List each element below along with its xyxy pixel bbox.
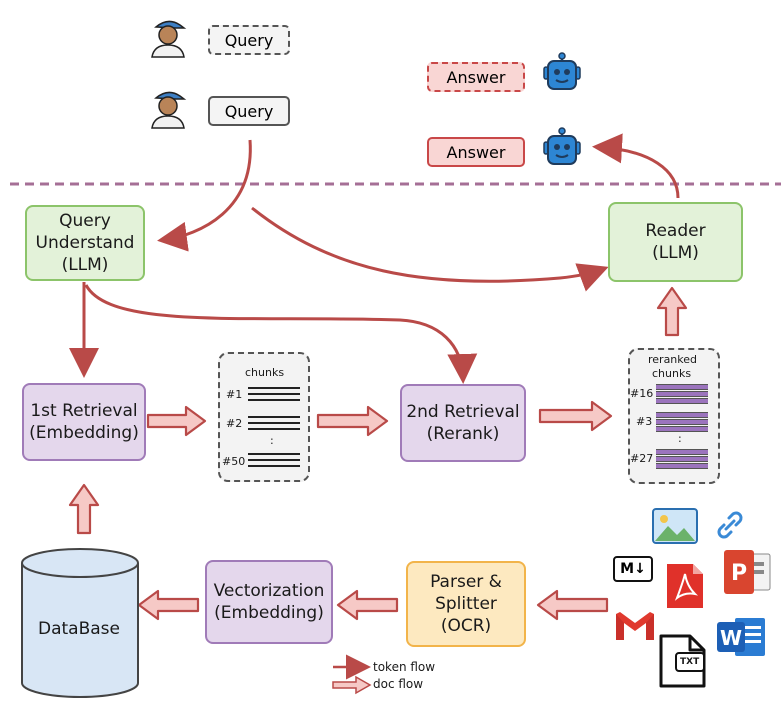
legend-doc-arrow bbox=[332, 675, 372, 695]
doc-flow-2nd-to-reranked bbox=[538, 400, 613, 432]
markdown-icon-text: M↓ bbox=[620, 561, 646, 577]
node-label: (OCR) bbox=[440, 616, 492, 637]
doc-flow-arrows bbox=[68, 286, 688, 621]
legend-doc-flow: doc flow bbox=[373, 677, 424, 691]
node-label: Understand bbox=[35, 232, 135, 253]
node-label: (Rerank) bbox=[426, 424, 500, 444]
chunk-line bbox=[248, 416, 300, 418]
robot-icon bbox=[543, 127, 581, 165]
svg-text:W: W bbox=[720, 626, 742, 650]
second-retrieval-node: 2nd Retrieval (Rerank) bbox=[400, 384, 526, 462]
chunk-label: #2 bbox=[226, 417, 243, 430]
chunk-line bbox=[248, 465, 300, 467]
chunk-line bbox=[248, 393, 300, 395]
reranked-line bbox=[656, 384, 708, 390]
reranked-line bbox=[656, 426, 708, 432]
robot-icon bbox=[543, 52, 581, 90]
node-label: Vectorization bbox=[213, 580, 325, 601]
node-label: (LLM) bbox=[652, 243, 699, 263]
database-cylinder bbox=[21, 548, 139, 698]
answer-pill: Answer bbox=[427, 137, 525, 167]
reranked-label: #3 bbox=[636, 415, 653, 428]
node-label: (LLM) bbox=[61, 255, 109, 276]
first-retrieval-node: 1st Retrieval (Embedding) bbox=[22, 383, 146, 461]
token-flow-understand-to-2nd bbox=[84, 284, 478, 384]
pdf-icon bbox=[667, 564, 703, 608]
node-label: Reader bbox=[645, 220, 706, 241]
reranked-line bbox=[656, 449, 708, 455]
token-flow-query-to-reader bbox=[251, 206, 609, 292]
node-label: (Embedding) bbox=[214, 603, 324, 623]
query-pill-dashed: Query bbox=[208, 25, 290, 55]
chunks-title: chunks bbox=[245, 366, 285, 379]
reranked-line bbox=[656, 391, 708, 397]
chunk-line bbox=[248, 459, 300, 461]
answer-label: Answer bbox=[446, 67, 506, 87]
token-flow-reader-to-answer bbox=[592, 133, 680, 199]
answer-label: Answer bbox=[446, 142, 506, 162]
node-label: Splitter bbox=[435, 593, 497, 614]
doc-flow-db-to-1st bbox=[68, 483, 100, 535]
word-icon: W bbox=[717, 618, 765, 656]
doc-flow-parser-to-vector bbox=[336, 589, 399, 621]
reranked-label: #16 bbox=[630, 387, 654, 400]
reader-node: Reader (LLM) bbox=[608, 202, 743, 282]
reranked-title: chunks bbox=[652, 367, 692, 380]
reranked-line bbox=[656, 398, 708, 404]
link-icon bbox=[717, 511, 743, 539]
node-label: 1st Retrieval bbox=[30, 400, 138, 421]
chunk-line bbox=[248, 453, 300, 455]
reranked-line bbox=[656, 456, 708, 462]
reranked-label: #27 bbox=[630, 452, 654, 465]
token-flow-query-to-understand bbox=[157, 139, 252, 252]
query-understand-node: Query Understand (LLM) bbox=[25, 205, 145, 281]
chunk-line bbox=[248, 428, 300, 430]
query-label: Query bbox=[224, 30, 274, 50]
gmail-icon bbox=[616, 612, 654, 640]
node-label: Parser & bbox=[430, 571, 502, 592]
node-label: Query bbox=[59, 210, 111, 231]
chunk-label: #1 bbox=[226, 388, 243, 401]
doc-flow-files-to-parser bbox=[536, 589, 609, 621]
node-label: (Embedding) bbox=[29, 423, 139, 443]
powerpoint-icon: P bbox=[724, 550, 771, 594]
doc-flow-reranked-to-reader bbox=[656, 286, 688, 337]
reranked-line bbox=[656, 412, 708, 418]
chunk-ellipsis: : bbox=[270, 434, 274, 447]
answer-pill-dashed: Answer bbox=[427, 62, 525, 92]
image-file-icon bbox=[652, 508, 698, 544]
doc-flow-1st-to-chunks bbox=[146, 405, 207, 437]
reranked-ellipsis: : bbox=[678, 432, 682, 445]
legend-token-flow: token flow bbox=[373, 660, 436, 674]
doc-flow-chunks-to-2nd bbox=[316, 405, 389, 437]
node-label: 2nd Retrieval bbox=[406, 401, 520, 422]
database-label: DataBase bbox=[38, 619, 120, 639]
reranked-line bbox=[656, 463, 708, 469]
svg-text:P: P bbox=[731, 561, 747, 586]
vectorization-node: Vectorization (Embedding) bbox=[205, 560, 333, 644]
query-label: Query bbox=[224, 101, 274, 121]
txt-file-label: TXT bbox=[680, 657, 700, 667]
chunk-label: #50 bbox=[222, 455, 246, 468]
markdown-icon: M↓ bbox=[613, 556, 653, 582]
user-icon bbox=[151, 20, 187, 58]
reranked-title: reranked bbox=[648, 353, 698, 366]
query-pill: Query bbox=[208, 96, 290, 126]
chunk-line bbox=[248, 399, 300, 401]
user-icon bbox=[151, 91, 187, 129]
doc-flow-vector-to-db bbox=[137, 589, 200, 621]
chunk-line bbox=[248, 422, 300, 424]
parser-splitter-node: Parser & Splitter (OCR) bbox=[406, 561, 526, 647]
txt-file-icon bbox=[659, 634, 706, 688]
reranked-line bbox=[656, 419, 708, 425]
chunk-line bbox=[248, 387, 300, 389]
